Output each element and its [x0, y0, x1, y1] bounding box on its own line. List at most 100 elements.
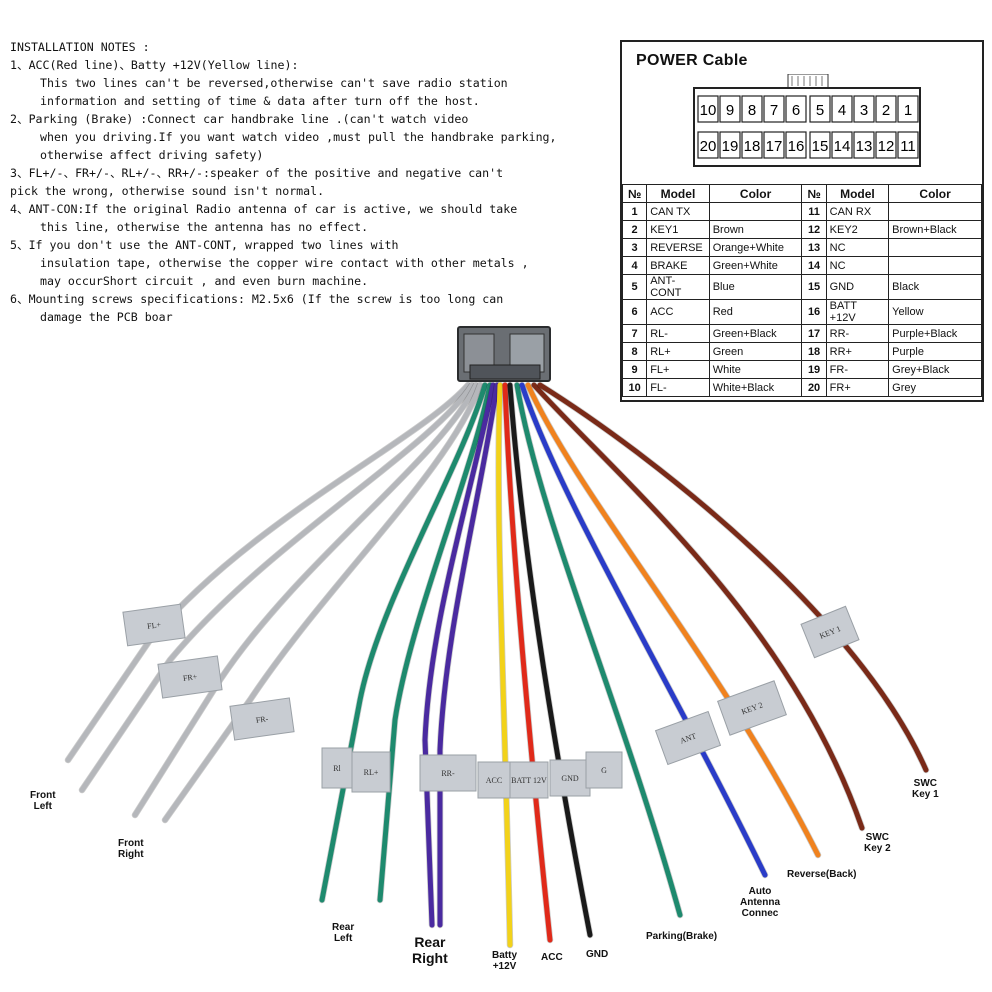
- tape-tag-text: FR+: [182, 672, 198, 683]
- label-batty-line-2: +12V: [492, 961, 517, 972]
- connector-pin-cell: [697, 95, 719, 123]
- table-header-row: № Model Color № Model Color: [621, 184, 982, 203]
- connector-pin-cell: [831, 95, 853, 123]
- connector-pin-number: 5: [816, 102, 824, 119]
- label-auto-antenna: Auto Antenna Connec: [740, 886, 780, 919]
- connector-pin-cell: [853, 131, 875, 159]
- connector-pin-number: 10: [700, 102, 717, 119]
- label-swc-key-1-line-1: SWC: [913, 778, 938, 789]
- label-rear-left: Rear Left: [332, 922, 354, 944]
- connector-pin-number: 14: [834, 138, 851, 155]
- note-4-lead: 4、ANT-CON:If the original Radio antenna …: [10, 202, 518, 216]
- label-rear-left-line-2: Left: [333, 933, 353, 944]
- tape-tag-body: [549, 759, 591, 797]
- label-swc-key-1: SWC Key 1: [912, 778, 939, 800]
- label-reverse-line-1: Reverse(Back): [787, 869, 857, 880]
- connector-pin-number: 18: [744, 138, 761, 155]
- connector-pin-number: 9: [726, 102, 734, 119]
- cell-no-right: 17: [801, 324, 827, 343]
- wire-rear-right-1: [422, 382, 496, 928]
- tape-tag-text: FL+: [147, 620, 162, 631]
- note-3: 3、FL+/-、FR+/-、RL+/-、RR+/-:speaker of the…: [10, 164, 610, 200]
- tape-tag-body: [419, 754, 477, 792]
- connector-pin-cell: [831, 131, 853, 159]
- power-cable-title: POWER Cable: [636, 52, 748, 69]
- connector-pin-cell: [763, 131, 785, 159]
- connector-pin-number: 8: [748, 102, 756, 119]
- connector-pin-number: 16: [788, 138, 805, 155]
- tape-tag-body: [654, 710, 722, 766]
- note-4-line-1: this line, otherwise the antenna has no …: [40, 220, 369, 234]
- connector-pin-cell: [719, 131, 741, 159]
- tape-tag-body: [157, 655, 223, 699]
- label-auto-antenna-line-3: Connec: [741, 908, 779, 919]
- tape-tag-body: [717, 680, 787, 736]
- connector-pin-cell: [785, 95, 807, 123]
- label-rear-right: Rear Right: [412, 934, 448, 966]
- connector-pin-number: 3: [860, 102, 868, 119]
- cell-model-left: FL-: [646, 378, 710, 397]
- cell-model-left: KEY1: [646, 220, 710, 239]
- wire-front-right-2: [162, 382, 483, 823]
- cell-no-left: 5: [621, 274, 648, 300]
- connector-pin-number: 1: [904, 102, 912, 119]
- label-swc-key-2: SWC Key 2: [864, 832, 891, 854]
- label-batty-line-1: Batty: [492, 950, 518, 961]
- label-front-left-line-2: Left: [33, 801, 52, 812]
- cell-no-right: 13: [801, 238, 827, 257]
- connector-pin-cell: [697, 131, 719, 159]
- connector-pin-number: 2: [882, 102, 890, 119]
- cell-model-left: ANT-CONT: [646, 274, 710, 300]
- label-front-left-line-1: Front: [30, 790, 56, 801]
- connector-pin-cell: [809, 131, 831, 159]
- note-4: 4、ANT-CON:If the original Radio antenna …: [10, 200, 610, 236]
- note-3-line-1: pick the wrong, otherwise sound isn't no…: [10, 184, 325, 198]
- tape-tag-body: [509, 761, 549, 799]
- label-front-right-line-2: Right: [118, 849, 144, 860]
- tape-tag-text: ACC: [486, 776, 502, 785]
- tape-tag: ANT: [654, 710, 722, 766]
- note-6-lead: 6、Mounting screws specifications: M2.5x6…: [10, 292, 504, 306]
- wire-acc: [502, 382, 553, 943]
- note-1-line-1: This two lines can't be reversed,otherwi…: [40, 76, 508, 90]
- notes-title: INSTALLATION NOTES :: [10, 40, 150, 54]
- label-reverse: Reverse(Back): [787, 869, 857, 880]
- label-rear-left-line-1: Rear: [332, 922, 355, 933]
- tape-tag-body: [477, 761, 511, 799]
- tape-tag-text: RR-: [441, 769, 455, 778]
- note-5: 5、If you don't use the ANT-CONT, wrapped…: [10, 236, 610, 290]
- connector-pin-number: 17: [766, 138, 783, 155]
- cell-color-right: Grey: [888, 378, 982, 397]
- wire-shadow: [318, 381, 489, 904]
- tape-tag-text: Rl: [333, 764, 341, 773]
- note-1-lead: 1、ACC(Red line)、Batty +12V(Yellow line):: [10, 58, 299, 72]
- label-parking-line-1: Parking(Brake): [646, 931, 718, 942]
- label-auto-antenna-line-2: Antenna: [740, 897, 780, 908]
- connector-pin-cell: [875, 95, 897, 123]
- tape-tag: G: [585, 751, 623, 789]
- cell-model-right: FR-: [825, 360, 890, 379]
- wire-parking-brake: [514, 382, 683, 918]
- connector-pin-number: 6: [792, 102, 800, 119]
- installation-notes: INSTALLATION NOTES : 1、ACC(Red line)、Bat…: [10, 38, 610, 326]
- cell-color-left: Orange+White: [708, 238, 803, 257]
- cell-model-right: FR+: [825, 378, 890, 397]
- connector-pin-number: 19: [722, 138, 739, 155]
- label-auto-antenna-line-1: Auto: [748, 886, 772, 897]
- label-swc-key-2-line-1: SWC: [865, 832, 890, 843]
- tape-tag-body: [321, 747, 353, 789]
- cell-color-left: Blue: [708, 274, 803, 300]
- label-rear-right-line-1: Rear: [414, 934, 446, 950]
- note-3-lead: 3、FL+/-、FR+/-、RL+/-、RR+/-:speaker of the…: [10, 166, 504, 180]
- wire-front-right-1: [132, 382, 479, 818]
- wire-reverse: [525, 382, 821, 858]
- connector-pin-number: 12: [878, 138, 895, 155]
- tape-tag: KEY 1: [800, 605, 860, 659]
- cell-color-left: White+Black: [708, 378, 803, 397]
- connector-pin-number: 15: [812, 138, 829, 155]
- tape-tag: FR+: [157, 655, 223, 699]
- cell-model-right: RR-: [825, 324, 890, 343]
